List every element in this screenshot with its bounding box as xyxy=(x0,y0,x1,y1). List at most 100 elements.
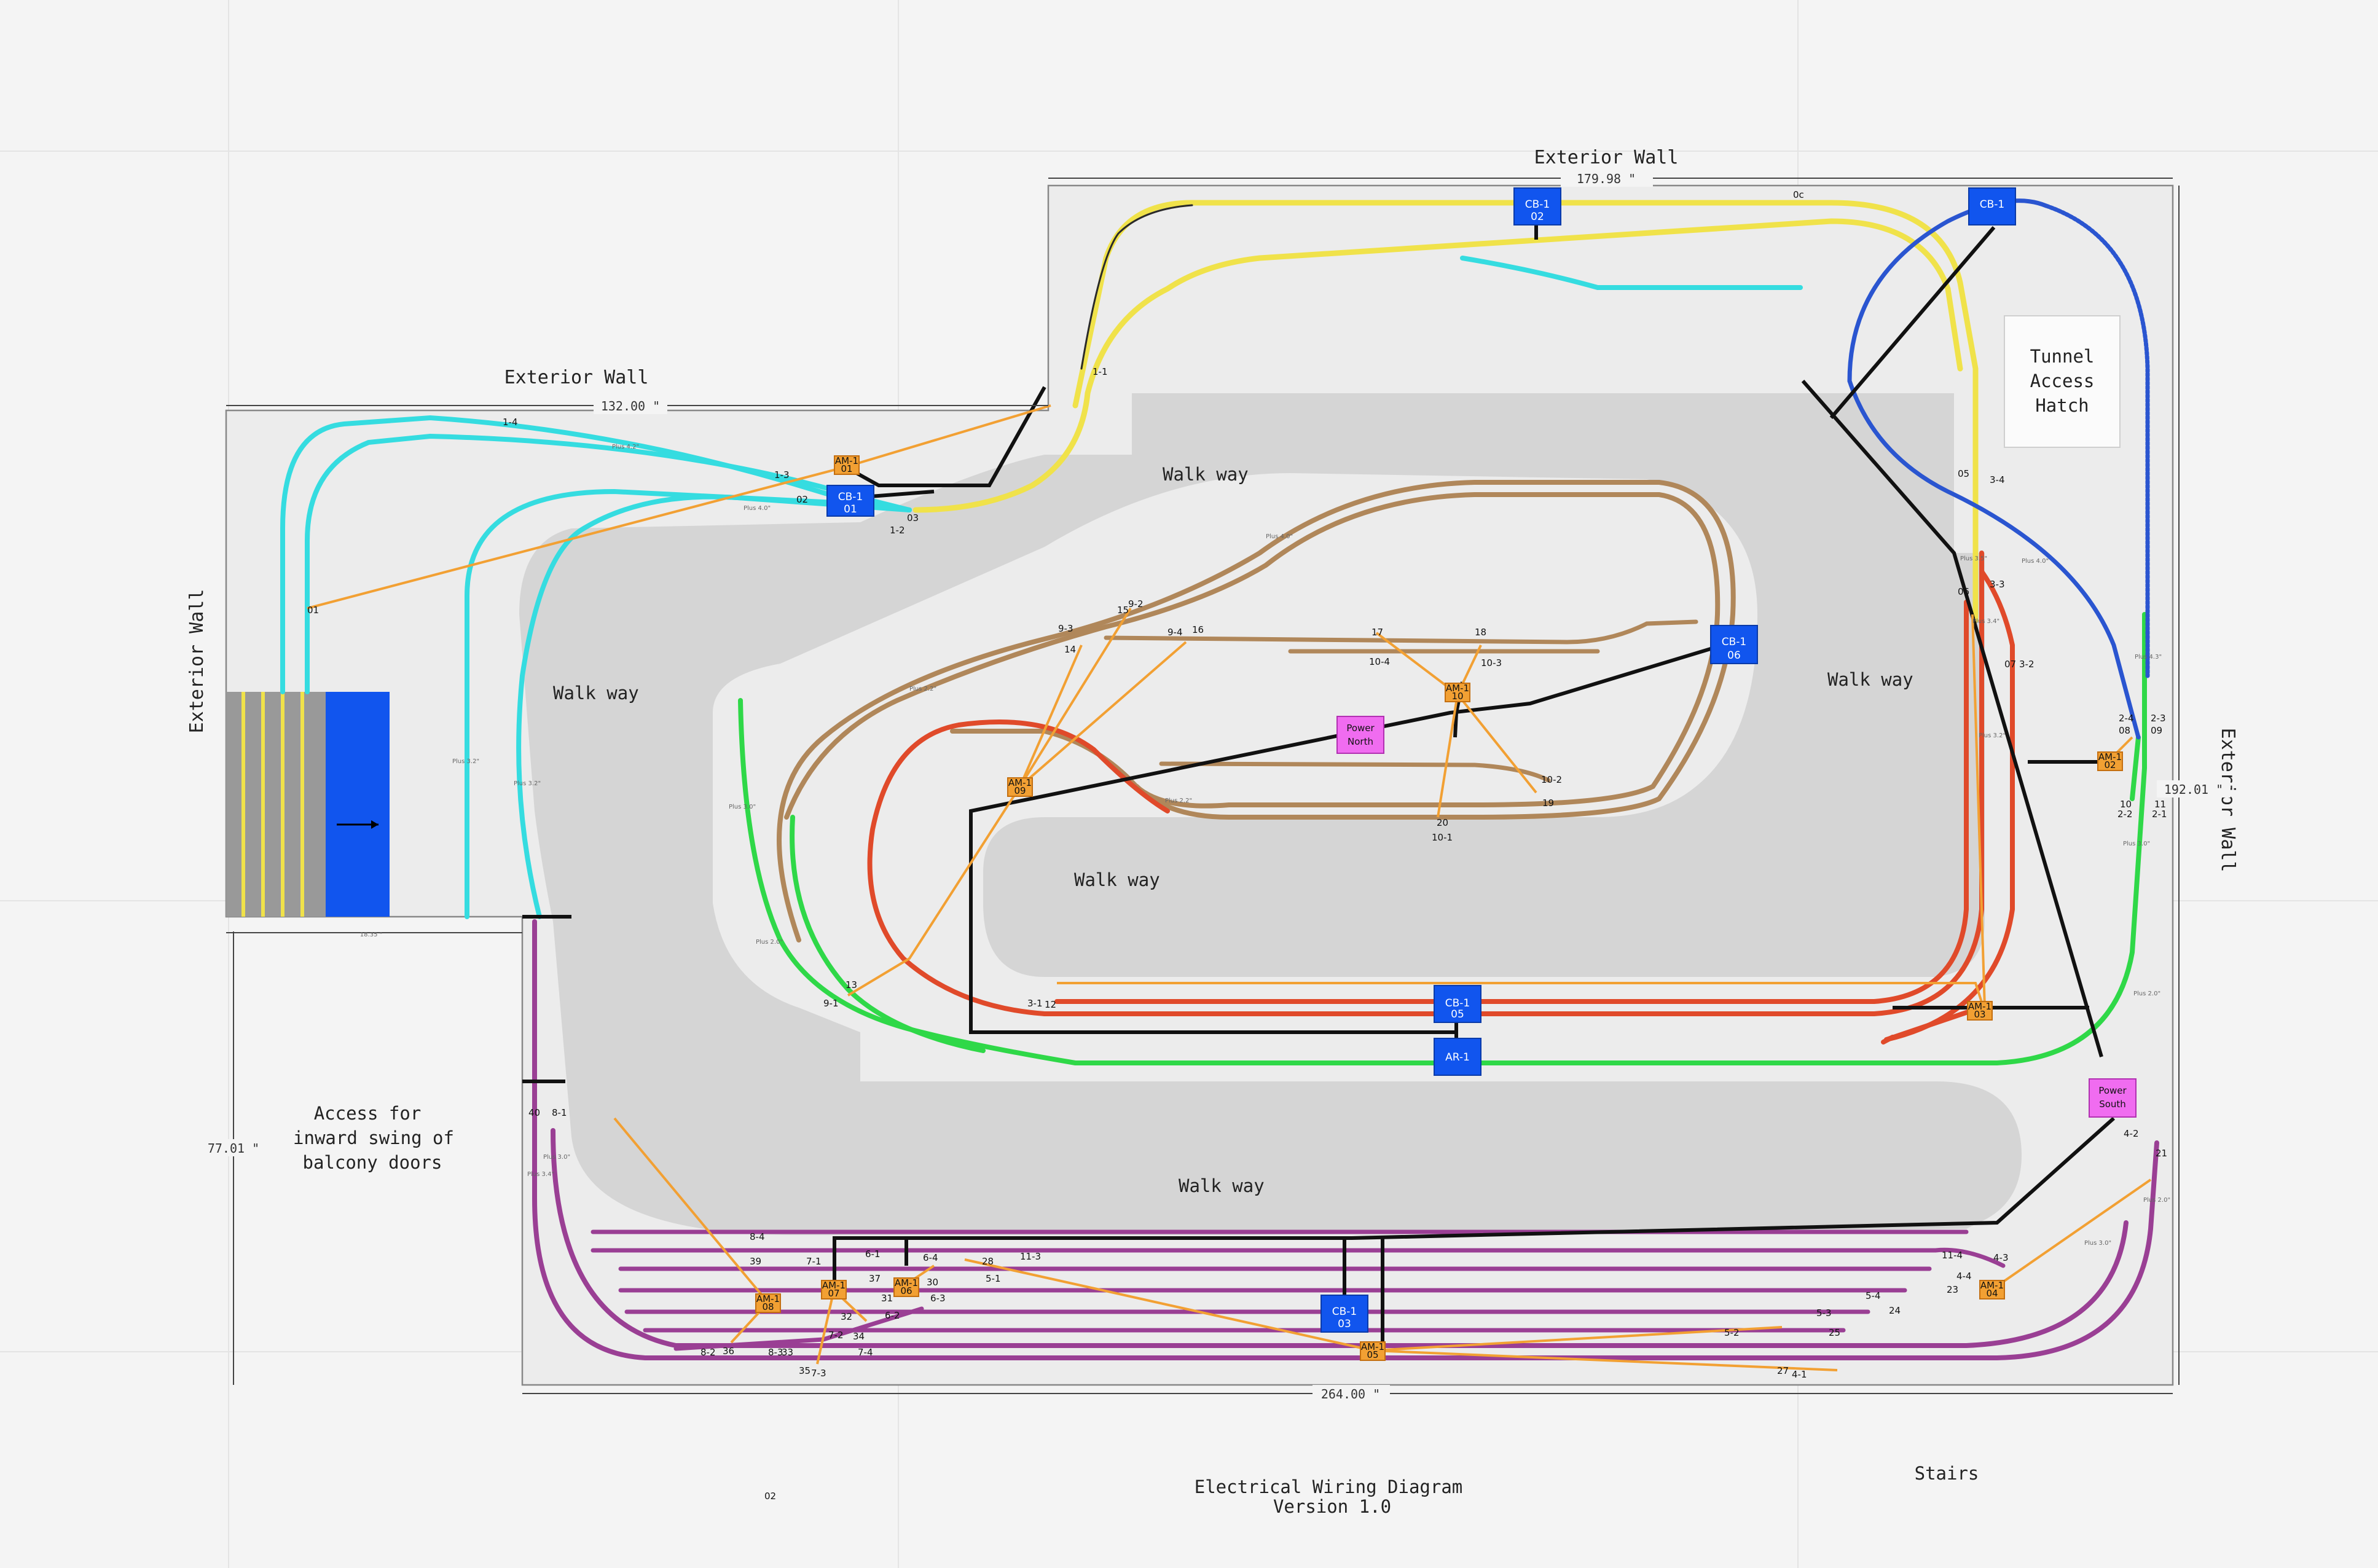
svg-text:02: 02 xyxy=(2104,759,2116,770)
svg-text:05: 05 xyxy=(1958,468,1969,479)
svg-text:4-2: 4-2 xyxy=(2124,1128,2139,1139)
module-am1-08: AM-1 08 xyxy=(755,1293,781,1313)
svg-text:AM-1: AM-1 xyxy=(756,1293,780,1304)
svg-text:9-2: 9-2 xyxy=(1128,598,1144,610)
svg-text:21: 21 xyxy=(2156,1148,2167,1159)
svg-text:02: 02 xyxy=(796,494,808,505)
svg-text:10-4: 10-4 xyxy=(1369,656,1390,667)
breaker-cb1-03: CB-1 03 xyxy=(1320,1295,1368,1333)
svg-text:5-2: 5-2 xyxy=(1724,1327,1740,1338)
svg-text:Plus 3.4": Plus 3.4" xyxy=(527,1171,554,1178)
svg-text:16: 16 xyxy=(1192,624,1204,635)
svg-text:5-3: 5-3 xyxy=(1816,1307,1832,1319)
svg-text:AM-1: AM-1 xyxy=(1446,683,1469,694)
svg-text:AM-1: AM-1 xyxy=(1980,1280,2004,1291)
svg-text:Plus 2.0": Plus 2.0" xyxy=(2133,990,2160,997)
svg-text:AM-1: AM-1 xyxy=(1968,1001,1991,1012)
svg-text:1-4: 1-4 xyxy=(503,417,518,428)
svg-text:AM-1: AM-1 xyxy=(835,455,858,466)
dimension-left: 77.01 " xyxy=(203,931,270,1385)
svg-text:Plus 3.5": Plus 3.5" xyxy=(1960,555,1987,562)
module-am1-07: AM-1 07 xyxy=(821,1280,847,1299)
svg-text:Plus 3.2": Plus 3.2" xyxy=(452,758,479,765)
svg-text:07: 07 xyxy=(2004,659,2016,670)
svg-text:11-4: 11-4 xyxy=(1942,1250,1963,1261)
breaker-cb1-06: CB-1 06 xyxy=(1710,625,1758,664)
tunnel-access-hatch xyxy=(2004,315,2121,448)
svg-text:8-3: 8-3 xyxy=(768,1347,783,1358)
svg-text:3-1: 3-1 xyxy=(1027,998,1043,1009)
yellow-track xyxy=(912,200,1979,624)
svg-text:14: 14 xyxy=(1064,644,1076,655)
module-am1-03: AM-1 03 xyxy=(1967,1001,1993,1021)
module-am1-01: AM-1 01 xyxy=(834,455,860,475)
svg-text:03: 03 xyxy=(907,512,919,523)
svg-text:AM-1: AM-1 xyxy=(2098,751,2122,762)
svg-text:10: 10 xyxy=(1451,691,1463,702)
svg-text:17: 17 xyxy=(1371,627,1383,638)
stairs-label: Stairs xyxy=(1915,1463,1979,1484)
module-am1-05: AM-1 05 xyxy=(1360,1341,1386,1361)
svg-text:2-3: 2-3 xyxy=(2151,713,2166,724)
svg-text:Plus 4.0": Plus 4.0" xyxy=(1266,533,1293,540)
svg-text:CB-1: CB-1 xyxy=(1332,1306,1357,1318)
svg-text:Plus 2.0": Plus 2.0" xyxy=(756,939,783,946)
svg-text:3-3: 3-3 xyxy=(1990,579,2005,590)
svg-text:Power: Power xyxy=(1346,723,1375,734)
svg-text:3-2: 3-2 xyxy=(2019,659,2035,670)
access-label-3: balcony doors xyxy=(303,1152,442,1173)
svg-text:4-3: 4-3 xyxy=(1993,1252,2009,1263)
breaker-cb1-02: CB-1 02 xyxy=(1513,187,1561,225)
dimension-small-left: 18.35 " xyxy=(226,931,522,938)
svg-text:AM-1: AM-1 xyxy=(1008,777,1032,788)
track-annotations: Plus 4.2" Plus 4.0" Plus 3.2" Plus 3.2" … xyxy=(452,444,2170,1247)
svg-text:5-1: 5-1 xyxy=(986,1273,1001,1284)
wall-label-right: Exterior Wall xyxy=(2217,728,2239,872)
svg-text:25: 25 xyxy=(1829,1327,1840,1338)
svg-text:192.01 ": 192.01 " xyxy=(2164,782,2223,797)
svg-text:31: 31 xyxy=(881,1293,893,1304)
cyan-track xyxy=(280,256,1803,919)
svg-text:28: 28 xyxy=(982,1256,994,1267)
svg-text:77.01 ": 77.01 " xyxy=(208,1141,259,1156)
svg-text:9-4: 9-4 xyxy=(1167,627,1183,638)
svg-text:Plus 3.0": Plus 3.0" xyxy=(2123,841,2150,847)
module-am1-06: AM-1 06 xyxy=(893,1277,919,1297)
footer-code: 02 xyxy=(764,1491,776,1502)
module-am1-02: AM-1 02 xyxy=(2097,751,2123,771)
svg-text:07: 07 xyxy=(828,1288,839,1299)
tunnel-label-3: Hatch xyxy=(2035,395,2089,416)
svg-text:6-1: 6-1 xyxy=(865,1249,881,1260)
svg-text:AM-1: AM-1 xyxy=(895,1277,918,1288)
svg-text:13: 13 xyxy=(846,979,857,990)
power-north: Power North xyxy=(1336,716,1384,754)
svg-text:30: 30 xyxy=(927,1277,938,1288)
svg-text:Power: Power xyxy=(2098,1085,2127,1096)
svg-text:2-1: 2-1 xyxy=(2152,809,2167,820)
svg-text:23: 23 xyxy=(1947,1284,1958,1295)
dimension-bottom: 264.00 " xyxy=(522,1385,2173,1402)
red-track xyxy=(867,551,2015,1045)
walkway-label-right: Walk way xyxy=(1827,669,1913,690)
svg-text:7-3: 7-3 xyxy=(811,1368,826,1379)
svg-text:Plus 4.2": Plus 4.2" xyxy=(612,444,639,450)
svg-text:Plus 3.2": Plus 3.2" xyxy=(514,780,541,787)
svg-text:36: 36 xyxy=(723,1346,734,1357)
module-am1-04: AM-1 04 xyxy=(1979,1280,2005,1299)
svg-text:Plus 4.3": Plus 4.3" xyxy=(2135,654,2162,661)
breaker-cb1-04: CB-1 xyxy=(1968,187,2016,225)
svg-text:Plus 3.0": Plus 3.0" xyxy=(2084,1240,2111,1247)
svg-text:0c: 0c xyxy=(1793,189,1804,200)
svg-text:03: 03 xyxy=(1974,1009,1985,1020)
green-track xyxy=(738,612,2147,1065)
svg-text:1-1: 1-1 xyxy=(1093,366,1108,377)
breaker-cb1-01: CB-1 01 xyxy=(826,485,874,517)
svg-text:05: 05 xyxy=(1367,1349,1378,1360)
svg-text:2-4: 2-4 xyxy=(2119,713,2134,724)
point-labels: 1-1 1-2 1-3 1-4 01 02 03 0c 05 06 3-4 3-… xyxy=(307,189,2167,1380)
svg-text:4-1: 4-1 xyxy=(1792,1369,1807,1380)
svg-text:01: 01 xyxy=(841,463,852,474)
staging-yard xyxy=(226,692,390,917)
svg-text:AR-1: AR-1 xyxy=(1445,1051,1470,1064)
access-label-2: inward swing of xyxy=(293,1127,454,1148)
